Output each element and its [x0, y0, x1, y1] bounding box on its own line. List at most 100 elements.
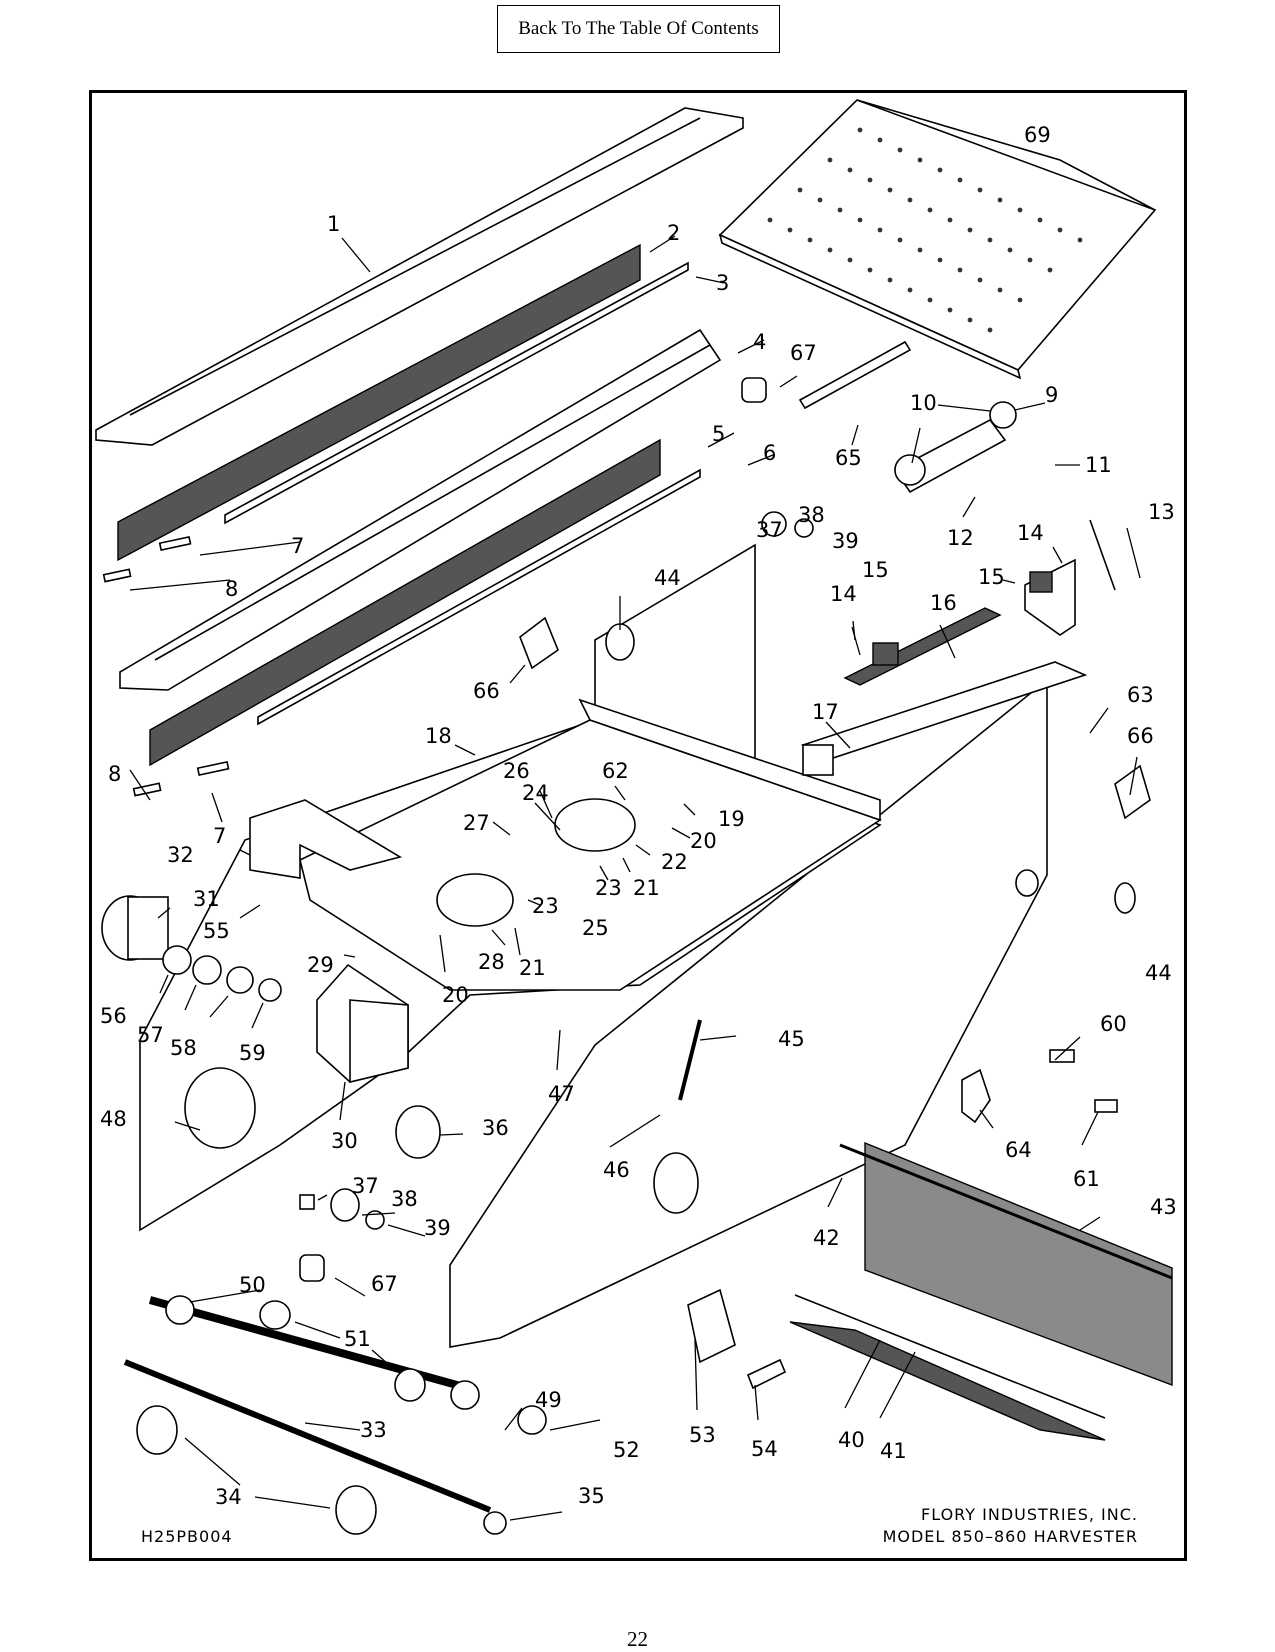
callout-19: 19	[718, 807, 745, 831]
callout-48: 48	[100, 1107, 127, 1131]
callout-21: 21	[519, 956, 546, 980]
callout-14: 14	[830, 582, 857, 606]
coupling-half	[162, 945, 192, 975]
flange-bearing	[483, 1511, 507, 1535]
drawing-code: H25PB004	[141, 1527, 233, 1546]
callout-66: 66	[473, 679, 500, 703]
callout-13: 13	[1148, 500, 1175, 524]
callout-15: 15	[862, 558, 889, 582]
callout-11: 11	[1085, 453, 1112, 477]
callout-67: 67	[371, 1272, 398, 1296]
rubber-flap-strip-lower	[149, 438, 661, 767]
callout-35: 35	[578, 1484, 605, 1508]
rubber-flap-strip-upper	[117, 243, 641, 562]
idler-shaft	[123, 1359, 492, 1513]
callout-55: 55	[203, 919, 230, 943]
callout-32: 32	[167, 843, 194, 867]
callout-20: 20	[442, 983, 469, 1007]
callout-44: 44	[1145, 961, 1172, 985]
pad-plate	[872, 642, 899, 666]
rubber-curtain	[839, 1141, 1173, 1387]
small-sprocket	[299, 1254, 325, 1282]
callout-2: 2	[667, 221, 680, 245]
callout-67: 67	[790, 341, 817, 365]
callout-41: 41	[880, 1439, 907, 1463]
callout-29: 29	[307, 953, 334, 977]
cover-plate	[519, 616, 559, 670]
thin-strip-upper	[224, 261, 689, 525]
flange-bearing	[517, 1405, 547, 1435]
coupling-half	[226, 966, 254, 994]
callout-60: 60	[1100, 1012, 1127, 1036]
callout-33: 33	[360, 1418, 387, 1442]
callout-30: 30	[331, 1129, 358, 1153]
callout-12: 12	[947, 526, 974, 550]
bearing	[761, 511, 787, 537]
coupling-spider	[192, 955, 222, 985]
mount-plate	[687, 1288, 736, 1364]
idler-pulley	[395, 1105, 441, 1159]
callout-37: 37	[352, 1174, 379, 1198]
callout-38: 38	[391, 1187, 418, 1211]
sprocket	[165, 1295, 195, 1325]
leader-lines	[129, 235, 1141, 1521]
callout-64: 64	[1005, 1138, 1032, 1162]
callout-43: 43	[1150, 1195, 1177, 1219]
lock-collar	[259, 1300, 291, 1330]
callout-36: 36	[482, 1116, 509, 1140]
panel-hole	[1015, 869, 1039, 897]
callout-10: 10	[910, 391, 937, 415]
callout-6: 6	[763, 441, 776, 465]
seal	[794, 518, 814, 538]
model-name: MODEL 850–860 HARVESTER	[883, 1527, 1138, 1546]
callout-28: 28	[478, 950, 505, 974]
callout-37: 37	[756, 518, 783, 542]
page-number: 22	[627, 1627, 648, 1651]
callout-8: 8	[108, 762, 121, 786]
panel-hole	[653, 1152, 699, 1214]
callout-45: 45	[778, 1027, 805, 1051]
switch-bracket	[961, 1068, 991, 1124]
callout-1: 1	[327, 212, 340, 236]
callout-53: 53	[689, 1423, 716, 1447]
top-angle-rail	[95, 107, 744, 446]
callout-50: 50	[239, 1273, 266, 1297]
callout-7: 7	[291, 534, 304, 558]
clip-plate	[132, 782, 162, 797]
switch-block	[1049, 1049, 1075, 1063]
switch-block	[1094, 1099, 1118, 1113]
thin-strip-lower	[257, 468, 701, 726]
drive-guard	[184, 1067, 256, 1149]
callout-23: 23	[595, 876, 622, 900]
callout-54: 54	[751, 1437, 778, 1461]
callout-25: 25	[582, 916, 609, 940]
callout-52: 52	[613, 1438, 640, 1462]
callout-4: 4	[753, 330, 766, 354]
callout-15: 15	[978, 565, 1005, 589]
shift-link	[678, 1019, 702, 1101]
back-to-contents-button[interactable]: Back To The Table Of Contents	[497, 5, 780, 53]
callout-63: 63	[1127, 683, 1154, 707]
small-sprocket	[741, 377, 767, 403]
callout-5: 5	[712, 422, 725, 446]
rubber-strip	[789, 1321, 1106, 1441]
callout-69: 69	[1024, 123, 1051, 147]
drive-shaft	[148, 1296, 477, 1394]
callout-21: 21	[633, 876, 660, 900]
callout-38: 38	[798, 503, 825, 527]
hub	[258, 978, 282, 1002]
callout-47: 47	[548, 1082, 575, 1106]
callout-62: 62	[602, 759, 629, 783]
callout-66: 66	[1127, 724, 1154, 748]
lock-collar	[394, 1368, 426, 1402]
callout-39: 39	[424, 1216, 451, 1240]
callout-61: 61	[1073, 1167, 1100, 1191]
hydraulic-motor	[101, 895, 169, 961]
bushing	[299, 1194, 315, 1210]
gearbox-bracket	[249, 799, 403, 879]
callout-46: 46	[603, 1158, 630, 1182]
callout-39: 39	[832, 529, 859, 553]
clamp-strip	[794, 1294, 1106, 1419]
callout-16: 16	[930, 591, 957, 615]
callout-34: 34	[215, 1485, 242, 1509]
